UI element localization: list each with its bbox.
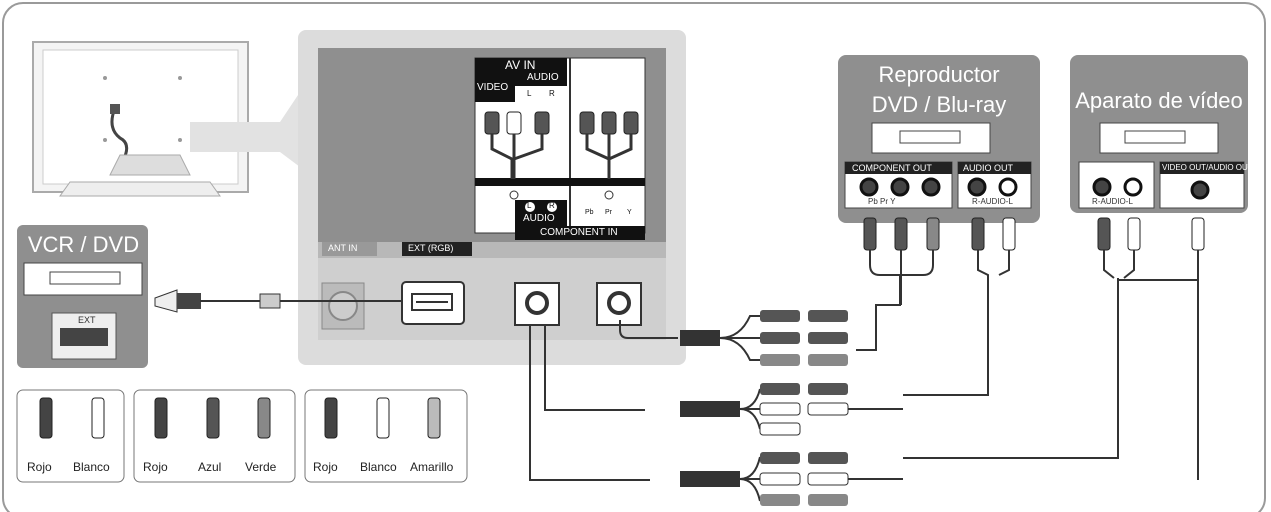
component-in-label: COMPONENT IN (540, 227, 618, 238)
video-player-audio-ports: R-AUDIO-L (1092, 197, 1133, 206)
legend-rojo-1: Rojo (27, 460, 52, 474)
av-in-label: AV IN (505, 58, 536, 72)
device-cable-plugs (863, 217, 1205, 251)
audio-bottom-label: AUDIO (523, 213, 555, 224)
component-y-label: Y (627, 209, 632, 216)
bluray-component-ports: Pb Pr Y (868, 197, 896, 206)
bluray-audio-out: AUDIO OUT (963, 163, 1014, 173)
legend-plug-icons (39, 397, 441, 439)
audio-l-bottom: L (527, 201, 532, 210)
bluray-component-out: COMPONENT OUT (852, 163, 932, 173)
bluray-title-line2: DVD / Blu-ray (871, 92, 1007, 117)
component-pr-label: Pr (605, 209, 612, 216)
bluray-audio-ports: R-AUDIO-L (972, 197, 1013, 206)
video-label: VIDEO (477, 82, 509, 93)
audio-r-top: R (549, 89, 555, 98)
component-pb-label: Pb (585, 209, 594, 216)
legend-azul: Azul (198, 460, 222, 474)
zoom-connector (190, 92, 300, 167)
video-player-title: Aparato de vídeo (1075, 88, 1243, 113)
legend-rojo-3: Rojo (313, 460, 338, 474)
vcr-dvd-title: VCR / DVD (27, 232, 140, 257)
audio-r-bottom: R (549, 201, 555, 210)
bluray-title-line1: Reproductor (878, 62, 1000, 87)
ext-rgb-label: EXT (RGB) (408, 243, 454, 253)
audio-top-label: AUDIO (527, 72, 559, 83)
audio-l-top: L (527, 89, 532, 98)
ant-in-label: ANT IN (328, 243, 358, 253)
scart-cable (154, 289, 402, 313)
legend-rojo-2: Rojo (143, 460, 168, 474)
vcr-ext-label: EXT (78, 315, 96, 325)
legend-blanco-3: Blanco (360, 460, 397, 474)
legend-verde: Verde (245, 460, 277, 474)
legend-amarillo: Amarillo (410, 460, 454, 474)
middle-cable-bundles (529, 310, 903, 506)
legend-blanco-1: Blanco (73, 460, 110, 474)
tv-back-illustration (32, 41, 249, 197)
video-player-video-out: VIDEO OUT/AUDIO OUT (1162, 163, 1253, 172)
device-cables (856, 250, 1199, 480)
